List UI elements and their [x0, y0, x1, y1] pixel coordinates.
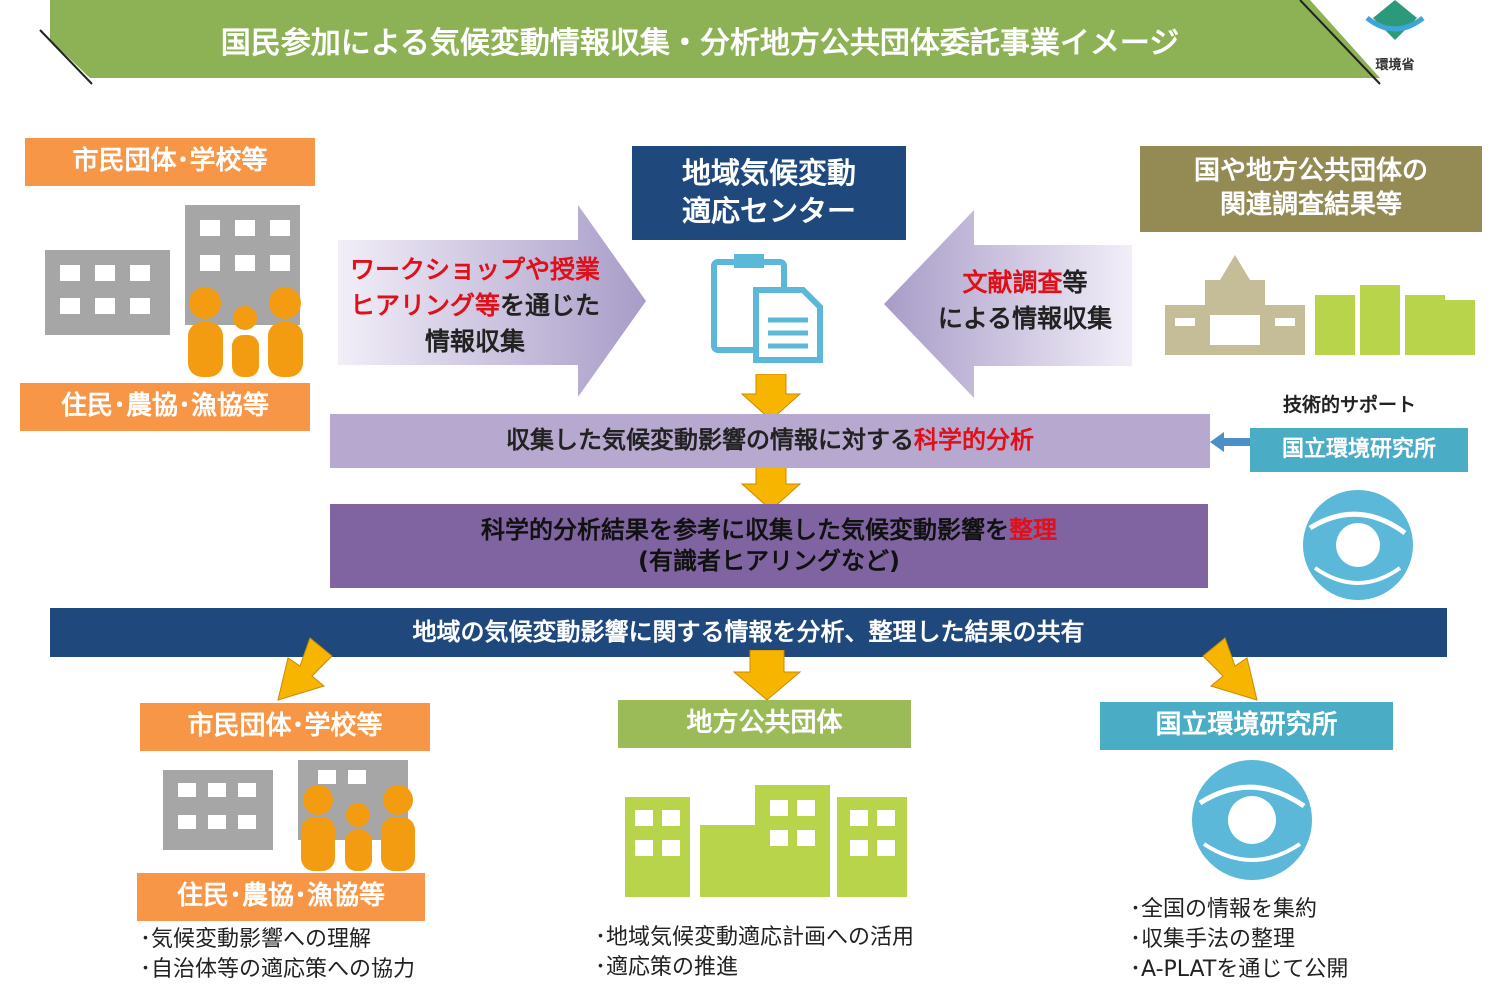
logo-text: 環境省 — [1375, 58, 1415, 73]
moe-logo: 環境省 — [1355, 0, 1435, 73]
bullet-item: ･A-PLATを通じて公開 — [1130, 957, 1349, 982]
etc-text: 等 — [1062, 268, 1088, 297]
bar2-subtext: (有識者ヒアリングなど) — [638, 547, 900, 575]
local-government-label: 地方公共団体 — [618, 700, 911, 748]
logo-icon — [1365, 0, 1425, 40]
local-government-buildings-icon — [625, 785, 907, 897]
clipboard-document-icon — [711, 254, 823, 363]
bar2-highlight: 整理 — [1009, 515, 1057, 544]
title-banner-shape — [39, 0, 1381, 85]
bottom-nies-label: 国立環境研究所 — [1100, 702, 1393, 750]
bar2-text: 科学的分析結果を参考に収集した気候変動影響を — [481, 515, 1009, 544]
bottom-buildings-people-icon — [163, 760, 415, 871]
down-arrow-icon — [732, 650, 802, 701]
technical-support-text: 技術的サポート — [1283, 394, 1417, 416]
bullet-item: ･自治体等の適応策への協力 — [140, 957, 416, 982]
nies-globe-icon — [1303, 490, 1413, 600]
literature-survey-text: 文献調査 — [962, 268, 1063, 297]
citizen-groups-label: 市民団体･学校等 — [25, 138, 315, 186]
by-info-collection-text: による情報収集 — [937, 304, 1113, 333]
scientific-analysis-bar: 収集した気候変動影響の情報に対する科学的分析 — [330, 414, 1210, 468]
organize-bar: 科学的分析結果を参考に収集した気候変動影響を整理 (有識者ヒアリングなど) — [330, 504, 1208, 588]
bullet-item: ･収集手法の整理 — [1130, 927, 1296, 952]
bullet-item: ･適応策の推進 — [595, 955, 739, 980]
bar1-text: 収集した気候変動影響の情報に対する — [506, 426, 914, 455]
government-buildings-icon — [1165, 255, 1475, 355]
bullet-item: ･地域気候変動適応計画への活用 — [595, 925, 915, 950]
bottom-nies-globe-icon — [1192, 760, 1312, 880]
bar1-highlight: 科学的分析 — [914, 426, 1034, 455]
bottom-residents-label: 住民･農協･漁協等 — [137, 873, 425, 921]
gov-label-line1: 国や地方公共団体の — [1193, 156, 1428, 187]
support-arrow-icon — [1210, 432, 1255, 452]
gov-label-line2: 関連調査結果等 — [1219, 190, 1402, 220]
gov-survey-label: 国や地方公共団体の 関連調査結果等 — [1140, 146, 1482, 232]
literature-arrow-text: 文献調査等 による情報収集 — [920, 265, 1130, 337]
down-right-arrow-icon — [1202, 637, 1258, 701]
adaptation-center-box: 地域気候変動 適応センター — [632, 146, 906, 240]
page-title: 国民参加による気候変動情報収集・分析地方公共団体委託事業イメージ — [220, 26, 1180, 61]
workshop-text: ワークショップや授業 — [349, 255, 600, 284]
local-government-bullets: ･地域気候変動適応計画への活用 ･適応策の推進 — [595, 923, 914, 983]
through-text: を通じた — [500, 291, 601, 320]
share-results-bar: 地域の気候変動影響に関する情報を分析、整理した結果の共有 — [50, 608, 1447, 657]
nies-support-label: 国立環境研究所 — [1250, 428, 1468, 472]
collect-arrow-right — [338, 205, 646, 397]
collect-arrow-text: ワークショップや授業 ヒアリング等を通じた 情報収集 — [345, 252, 605, 360]
down-left-arrow-icon — [277, 637, 333, 701]
info-collection-text: 情報収集 — [424, 327, 525, 356]
nies-bullets: ･全国の情報を集約 ･収集手法の整理 ･A-PLATを通じて公開 — [1130, 895, 1348, 985]
bullet-item: ･気候変動影響への理解 — [140, 927, 372, 952]
literature-arrow-left — [884, 210, 1132, 398]
bottom-citizen-groups-label: 市民団体･学校等 — [140, 703, 430, 751]
bullet-item: ･全国の情報を集約 — [1130, 897, 1318, 922]
buildings-people-icon — [45, 205, 303, 377]
hearing-text: ヒアリング等 — [349, 291, 500, 320]
residents-label: 住民･農協･漁協等 — [20, 383, 310, 431]
center-line1: 地域気候変動 — [681, 156, 856, 191]
down-arrow-icon — [740, 374, 802, 421]
citizen-bullets: ･気候変動影響への理解 ･自治体等の適応策への協力 — [140, 925, 415, 985]
center-line2: 適応センター — [681, 194, 856, 228]
